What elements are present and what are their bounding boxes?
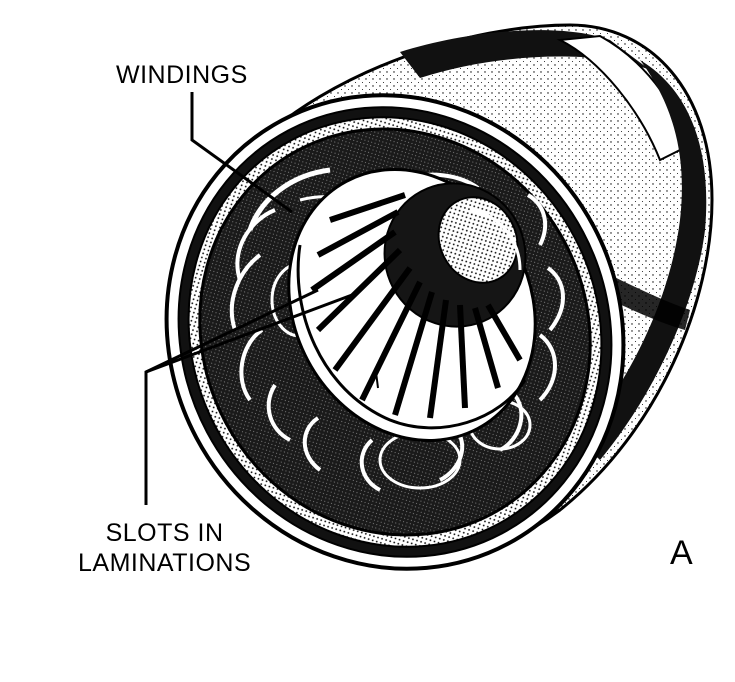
slots-leader-2 (145, 293, 353, 374)
windings (229, 167, 565, 492)
panel-letter: A (670, 534, 694, 572)
lamination-bore (287, 168, 537, 442)
slots-label-line2: LAMINATIONS (78, 549, 252, 577)
slots-label-line1: SLOTS IN (105, 519, 224, 547)
lamination-slots (310, 192, 523, 419)
leader-lines (144, 92, 353, 505)
slots-in-laminations-label: SLOTS IN LAMINATIONS (78, 518, 251, 578)
windings-label: WINDINGS (116, 61, 248, 89)
windings-leader (190, 92, 293, 214)
